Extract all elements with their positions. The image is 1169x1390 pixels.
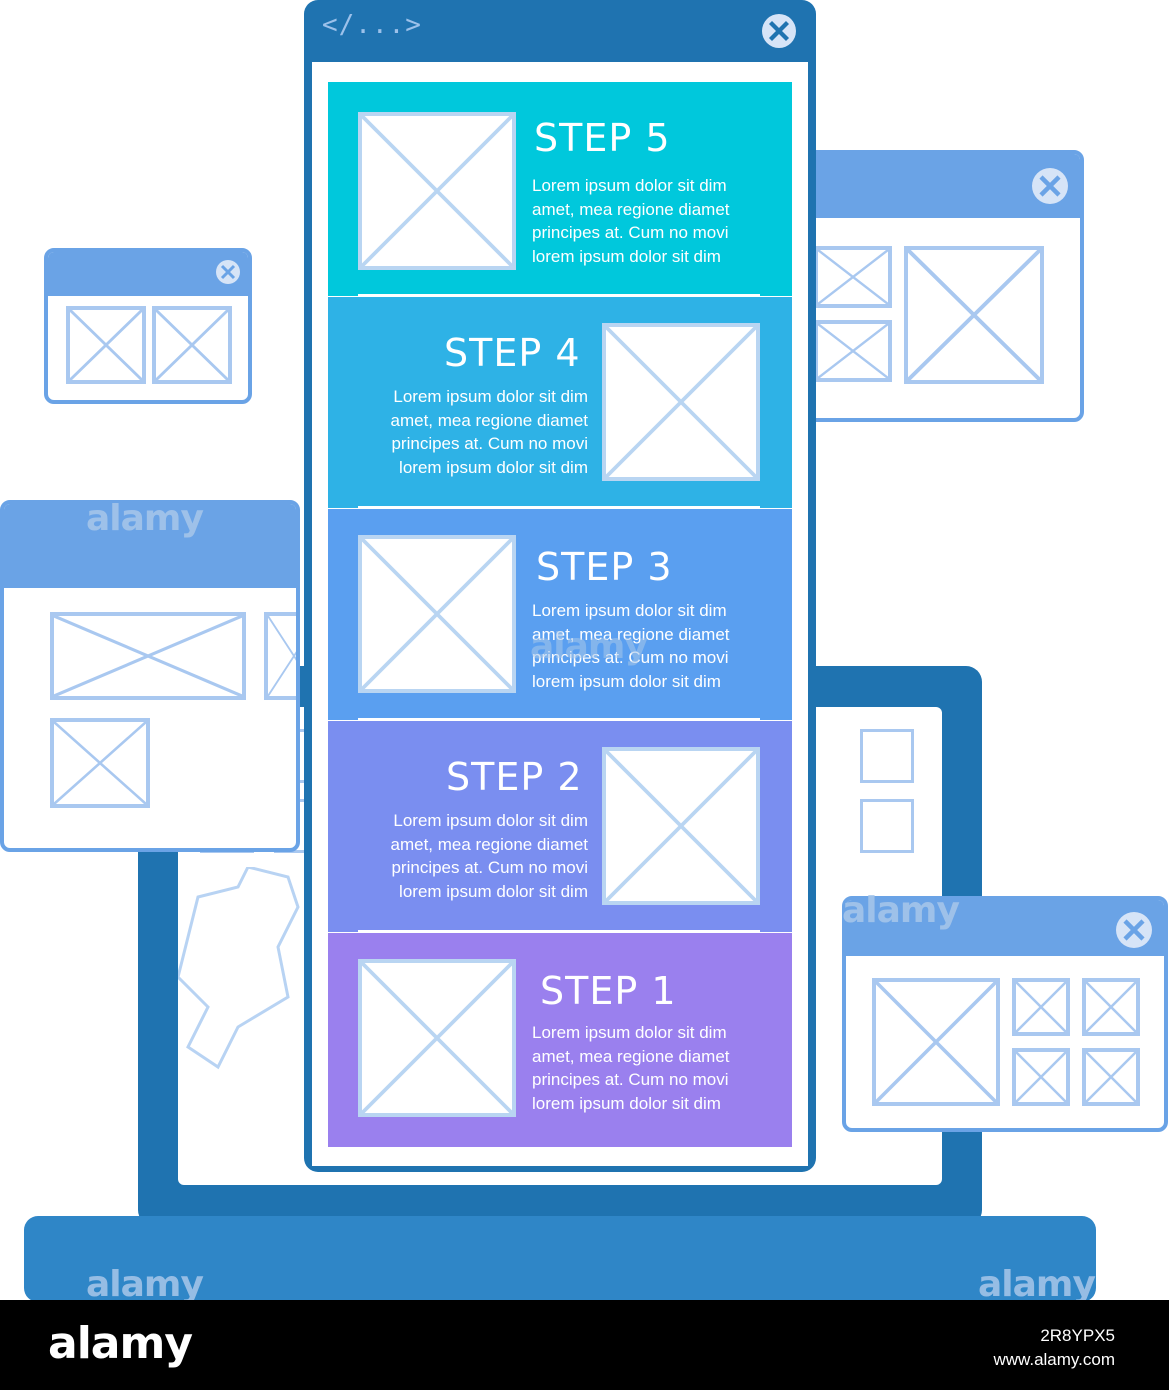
step-description: Lorem ipsum dolor sit dim amet, mea regi… bbox=[532, 1023, 730, 1113]
image-placeholder-icon bbox=[66, 306, 146, 384]
image-placeholder-icon bbox=[152, 306, 232, 384]
watermark: alamy bbox=[86, 498, 204, 539]
step-title: STEP 3 bbox=[536, 545, 673, 589]
grid-square bbox=[860, 729, 914, 783]
image-placeholder-icon bbox=[358, 959, 516, 1117]
step-title: STEP 5 bbox=[534, 116, 671, 160]
footer-url[interactable]: www.alamy.com bbox=[993, 1350, 1115, 1369]
image-placeholder-icon bbox=[50, 612, 246, 700]
image-placeholder-icon bbox=[1012, 978, 1070, 1036]
image-placeholder-icon bbox=[1082, 1048, 1140, 1106]
window-left-middle bbox=[0, 500, 300, 852]
image-id: 2R8YPX5 bbox=[1040, 1326, 1115, 1345]
step-1-panel: STEP 1 Lorem ipsum dolor sit dim amet, m… bbox=[328, 933, 792, 1147]
close-icon[interactable] bbox=[1116, 912, 1152, 948]
image-placeholder-icon bbox=[872, 978, 1000, 1106]
close-icon[interactable] bbox=[1032, 168, 1068, 204]
step-5-panel: STEP 5 Lorem ipsum dolor sit dim amet, m… bbox=[328, 82, 792, 296]
step-description: Lorem ipsum dolor sit dim amet, mea regi… bbox=[532, 601, 730, 691]
watermark: alamy bbox=[978, 1264, 1096, 1305]
window-titlebar bbox=[48, 252, 248, 296]
image-placeholder-icon bbox=[1012, 1048, 1070, 1106]
watermark: alamy bbox=[842, 890, 960, 931]
step-description: Lorem ipsum dolor sit dim amet, mea regi… bbox=[532, 176, 730, 266]
image-placeholder-icon bbox=[264, 612, 296, 700]
small-window-left bbox=[44, 248, 252, 404]
image-placeholder-icon bbox=[358, 112, 516, 270]
watermark: alamy bbox=[530, 626, 648, 667]
close-icon[interactable] bbox=[216, 260, 240, 284]
image-placeholder-icon bbox=[904, 246, 1044, 384]
grid-square bbox=[860, 799, 914, 853]
step-2-panel: STEP 2 Lorem ipsum dolor sit dim amet, m… bbox=[328, 721, 792, 932]
step-divider bbox=[358, 506, 760, 509]
window-titlebar bbox=[4, 504, 296, 588]
close-icon[interactable] bbox=[762, 14, 796, 48]
window-right-bottom bbox=[842, 896, 1168, 1132]
gear-outline-icon bbox=[178, 867, 300, 1070]
watermark: alamy bbox=[86, 1264, 204, 1305]
step-divider bbox=[358, 294, 760, 297]
image-placeholder-icon bbox=[1082, 978, 1140, 1036]
step-title: STEP 4 bbox=[444, 331, 581, 375]
step-description: Lorem ipsum dolor sit dim amet, mea regi… bbox=[390, 811, 589, 901]
step-4-panel: STEP 4 Lorem ipsum dolor sit dim amet, m… bbox=[328, 297, 792, 508]
step-divider bbox=[358, 930, 760, 933]
image-placeholder-icon bbox=[602, 323, 760, 481]
step-description: Lorem ipsum dolor sit dim amet, mea regi… bbox=[390, 387, 589, 477]
laptop-base bbox=[24, 1216, 1096, 1302]
image-placeholder-icon bbox=[814, 320, 892, 382]
step-3-panel: STEP 3 Lorem ipsum dolor sit dim amet, m… bbox=[328, 509, 792, 720]
image-placeholder-icon bbox=[358, 535, 516, 693]
image-placeholder-icon bbox=[50, 718, 150, 808]
step-divider bbox=[358, 718, 760, 721]
image-placeholder-icon bbox=[602, 747, 760, 905]
step-title: STEP 2 bbox=[446, 755, 583, 799]
image-placeholder-icon bbox=[814, 246, 892, 308]
footer-logo: alamy bbox=[48, 1318, 193, 1369]
window-titlebar bbox=[846, 900, 1164, 956]
step-title: STEP 1 bbox=[540, 969, 677, 1013]
code-icon: </...> bbox=[322, 10, 422, 40]
footer-bar bbox=[0, 1300, 1169, 1390]
window-right-top bbox=[790, 150, 1084, 422]
